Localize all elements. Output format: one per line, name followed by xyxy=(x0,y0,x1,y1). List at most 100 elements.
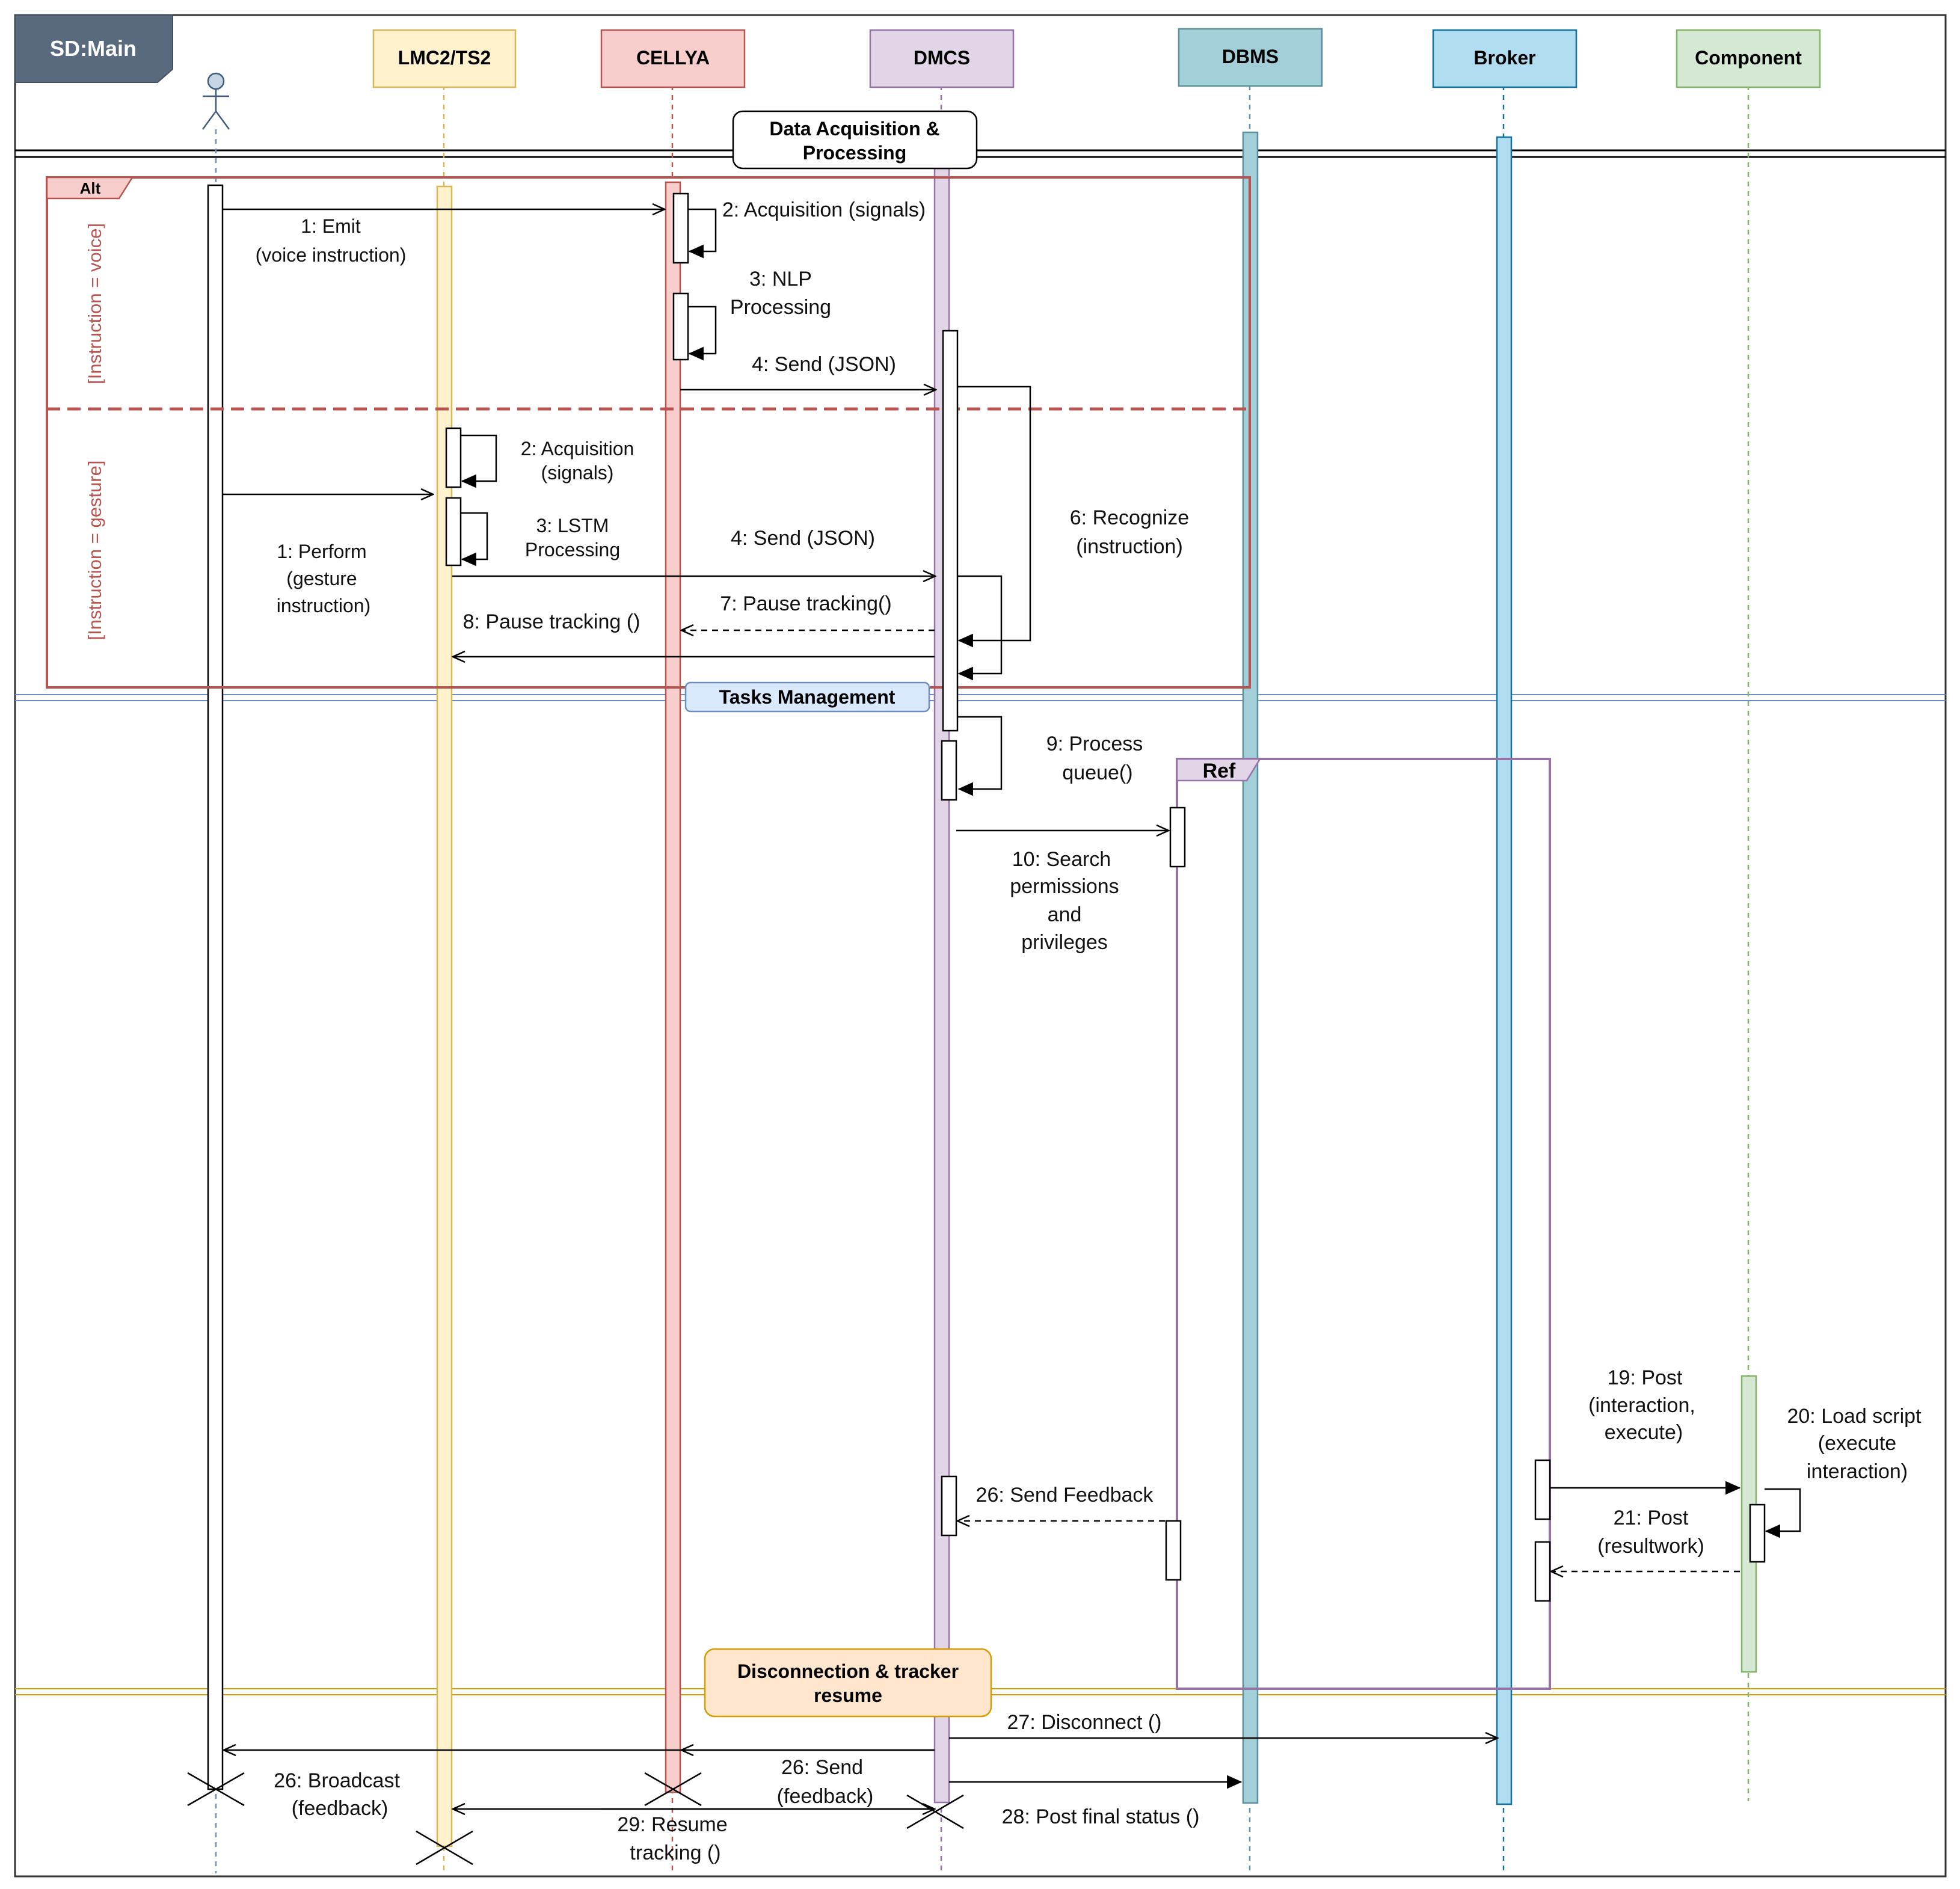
message-3-nlp: 3: NLP Processing xyxy=(672,268,831,361)
destroy-mark-cellya xyxy=(644,1772,702,1807)
svg-text:Processing: Processing xyxy=(803,142,907,164)
destroy-marks xyxy=(187,1772,964,1866)
message-6-recognize: 6: Recognize (instruction) xyxy=(957,385,1189,681)
lifeline-header-dmcs: DMCS xyxy=(869,29,1015,88)
svg-text:privileges: privileges xyxy=(1021,931,1108,954)
lifeline-header-dbms: DBMS xyxy=(1178,28,1323,87)
svg-text:26: Send Feedback: 26: Send Feedback xyxy=(976,1484,1154,1507)
ref-tag: Ref xyxy=(1203,760,1236,782)
svg-text:execute): execute) xyxy=(1605,1421,1683,1444)
svg-text:instruction): instruction) xyxy=(277,595,371,616)
component-activation xyxy=(1740,1375,1757,1673)
lifeline-header-lmc2: LMC2/TS2 xyxy=(372,29,517,88)
svg-text:Processing: Processing xyxy=(525,539,620,561)
svg-text:(execute: (execute xyxy=(1818,1432,1896,1455)
svg-text:(signals): (signals) xyxy=(541,462,614,484)
message-2-acquisition-voice: 2: Acquisition (signals) xyxy=(672,192,926,264)
svg-text:(resultwork): (resultwork) xyxy=(1597,1535,1704,1558)
lifeline-activations xyxy=(207,131,1757,1848)
section-label-disconnection: Disconnection & tracker resume xyxy=(704,1648,992,1718)
svg-text:DMCS: DMCS xyxy=(914,47,970,69)
section-label-data-acquisition: Data Acquisition & Processing xyxy=(732,110,978,170)
message-2-acquisition-gesture: 2: Acquisition (signals) xyxy=(445,427,634,488)
svg-text:LMC2/TS2: LMC2/TS2 xyxy=(398,47,491,69)
alt-tag: Alt xyxy=(80,179,101,197)
lifeline-header-component: Component xyxy=(1676,29,1821,88)
destroy-mark-lmc2 xyxy=(416,1830,473,1866)
section-label-tasks-management: Tasks Management xyxy=(684,681,930,713)
svg-text:26: Send: 26: Send xyxy=(781,1756,863,1779)
svg-text:Disconnection & tracker: Disconnection & tracker xyxy=(737,1660,959,1682)
message-8-pause-tracking: 8: Pause tracking () xyxy=(453,610,935,657)
message-28-post-final-status: 28: Post final status () xyxy=(949,1775,1243,1828)
svg-text:28: Post final status (): 28: Post final status () xyxy=(1002,1805,1200,1828)
svg-text:2: Acquisition: 2: Acquisition xyxy=(521,438,634,459)
svg-text:4: Send (JSON): 4: Send (JSON) xyxy=(731,527,875,550)
ref-fragment: Ref xyxy=(1176,758,1551,1690)
svg-text:21: Post: 21: Post xyxy=(1614,1507,1689,1529)
message-27-disconnect: 27: Disconnect () xyxy=(949,1711,1498,1738)
message-1-perform-label: 1: Perform (gesture instruction) xyxy=(277,541,371,616)
frame-title: SD:Main xyxy=(50,36,137,61)
svg-text:7: Pause tracking(): 7: Pause tracking() xyxy=(720,592,891,615)
svg-text:9: Process: 9: Process xyxy=(1046,733,1143,755)
svg-text:(feedback): (feedback) xyxy=(777,1785,874,1808)
destroy-mark-actor xyxy=(187,1772,245,1807)
dmcs-exec-main xyxy=(942,330,959,732)
section-divider-acquisition xyxy=(15,149,1946,158)
svg-text:1: Perform: 1: Perform xyxy=(277,541,366,562)
section-divider-tasks xyxy=(15,694,1946,701)
message-9-process-queue: 9: Process queue() xyxy=(941,716,1143,801)
message-26-send-feedback: 26: Send Feedback xyxy=(941,1475,1182,1581)
cellya-activation xyxy=(665,181,681,1793)
alt-fragment: Alt [Instruction = voice] [Instruction =… xyxy=(46,176,1251,689)
message-7-pause-tracking: 7: Pause tracking() xyxy=(681,592,935,630)
frame-title-tab xyxy=(14,14,173,83)
svg-text:19: Post: 19: Post xyxy=(1608,1366,1683,1389)
message-29-resume-tracking: 29: Resume tracking () xyxy=(453,1809,935,1864)
svg-text:Processing: Processing xyxy=(730,296,831,319)
svg-text:(feedback): (feedback) xyxy=(292,1797,389,1820)
svg-text:CELLYA: CELLYA xyxy=(636,47,710,69)
svg-text:6: Recognize: 6: Recognize xyxy=(1070,506,1189,529)
svg-text:3: LSTM: 3: LSTM xyxy=(536,515,609,536)
actor-icon xyxy=(201,72,230,130)
svg-text:(instruction): (instruction) xyxy=(1076,535,1183,558)
svg-text:Data Acquisition &: Data Acquisition & xyxy=(769,118,939,140)
svg-text:4: Send (JSON): 4: Send (JSON) xyxy=(752,353,896,376)
svg-text:3: NLP: 3: NLP xyxy=(749,268,812,290)
svg-text:10: Search: 10: Search xyxy=(1012,848,1111,871)
lifeline-header-broker: Broker xyxy=(1432,29,1578,88)
svg-text:permissions: permissions xyxy=(1010,875,1119,898)
svg-text:Broker: Broker xyxy=(1473,47,1535,69)
guard-voice: [Instruction = voice] xyxy=(84,223,105,384)
message-1-emit: 1: Emit (voice instruction) xyxy=(223,209,665,266)
message-4-send-gesture: 4: Send (JSON) xyxy=(452,527,935,576)
message-26-send: 26: Send (feedback) xyxy=(777,1756,874,1808)
message-4-send-voice: 4: Send (JSON) xyxy=(680,353,936,390)
svg-text:(gesture: (gesture xyxy=(286,568,357,589)
svg-text:resume: resume xyxy=(814,1685,882,1706)
message-21-post: 21: Post (resultwork) xyxy=(1534,1507,1740,1602)
outer-frame xyxy=(14,14,1947,1878)
svg-text:1: Emit: 1: Emit xyxy=(301,215,361,237)
svg-text:interaction): interaction) xyxy=(1807,1460,1908,1483)
svg-text:26: Broadcast: 26: Broadcast xyxy=(274,1769,400,1792)
broker-activation xyxy=(1496,136,1513,1805)
svg-text:2: Acquisition (signals): 2: Acquisition (signals) xyxy=(722,198,926,221)
svg-text:Tasks Management: Tasks Management xyxy=(719,686,896,708)
svg-text:27: Disconnect (): 27: Disconnect () xyxy=(1007,1711,1162,1734)
message-19-post: 19: Post (interaction, execute) xyxy=(1534,1366,1741,1520)
actor-activation xyxy=(207,184,224,1790)
destroy-mark-dmcs xyxy=(906,1794,964,1829)
svg-text:8: Pause tracking (): 8: Pause tracking () xyxy=(463,610,641,633)
svg-text:29: Resume: 29: Resume xyxy=(617,1813,727,1836)
svg-text:(voice instruction): (voice instruction) xyxy=(256,244,407,266)
svg-text:and: and xyxy=(1048,903,1082,926)
lifeline-header-cellya: CELLYA xyxy=(600,29,746,88)
message-3-lstm: 3: LSTM Processing xyxy=(445,497,620,567)
svg-text:(interaction,: (interaction, xyxy=(1588,1394,1695,1417)
guard-gesture: [Instruction = gesture] xyxy=(84,461,105,640)
message-26-broadcast: 26: Broadcast (feedback) xyxy=(224,1750,935,1820)
